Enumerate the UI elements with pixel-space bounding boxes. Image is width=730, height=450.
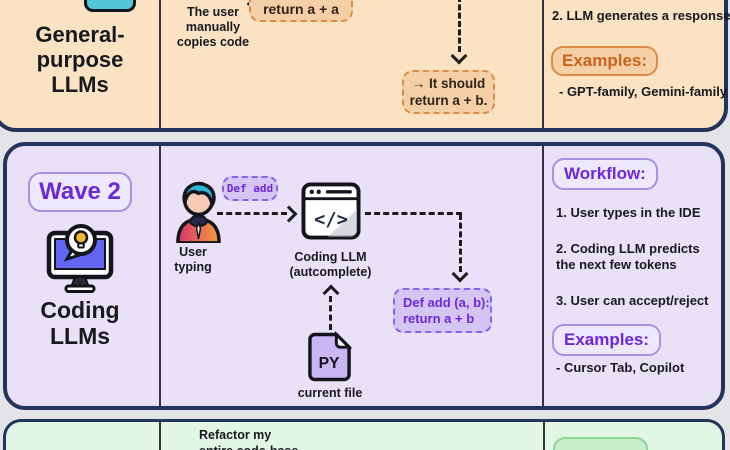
wave2-file-label: current file <box>297 386 363 400</box>
coding-llm-window-icon: </> <box>301 182 361 245</box>
wave2-title: Coding LLMs <box>40 297 120 349</box>
wave1-title: General- purpose LLMs <box>35 22 125 97</box>
wave1-result-box: → It should return a + b. <box>402 70 495 114</box>
wave2-workflow-step-2: 2. Coding LLM predicts the next few toke… <box>556 241 700 272</box>
dashed-connector <box>217 212 287 215</box>
column-divider <box>159 422 161 450</box>
wave1-examples-badge: Examples: <box>551 46 659 76</box>
wave1-examples-text: - GPT-family, Gemini-family <box>559 84 728 99</box>
column-divider <box>542 146 544 406</box>
dashed-connector <box>459 214 462 272</box>
svg-text:</>: </> <box>314 209 348 230</box>
wave2-llm-label: Coding LLM (autcomplete) <box>289 250 372 279</box>
wave1-code-output-box: return a + a <box>249 0 353 22</box>
dashed-connector <box>365 212 462 215</box>
python-file-icon: PY <box>307 330 353 388</box>
wave3-prompt-text: Refactor my entire code-base <box>199 428 298 450</box>
column-divider <box>543 422 545 450</box>
column-divider <box>159 0 161 128</box>
dashed-connector <box>329 296 332 330</box>
column-divider <box>542 0 544 128</box>
svg-text:PY: PY <box>319 355 340 372</box>
wave2-user-label: User typing <box>174 245 212 274</box>
wave2-workflow-badge: Workflow: <box>552 158 658 190</box>
column-divider <box>159 146 161 406</box>
wave2-badge: Wave 2 <box>28 172 132 212</box>
wave2-workflow-step-3: 3. User can accept/reject <box>556 293 709 308</box>
user-avatar-icon <box>172 178 225 248</box>
wave1-workflow-step-2: 2. LLM generates a response <box>552 8 730 23</box>
wave3-badge-partial <box>553 437 648 450</box>
wave2-examples-badge: Examples: <box>552 324 662 356</box>
wave1-user-note: The user manually copies code <box>176 5 250 49</box>
general-llm-icon <box>84 0 136 12</box>
wave2-workflow-step-1: 1. User types in the IDE <box>556 205 701 220</box>
wave2-examples-text: - Cursor Tab, Copilot <box>556 360 685 375</box>
wave2-suggestion-chip: Def add (a, b): return a + b <box>393 288 492 333</box>
wave2-typed-code-chip: Def add <box>222 176 278 201</box>
dashed-connector <box>458 0 461 52</box>
coding-llm-monitor-icon <box>45 222 115 299</box>
